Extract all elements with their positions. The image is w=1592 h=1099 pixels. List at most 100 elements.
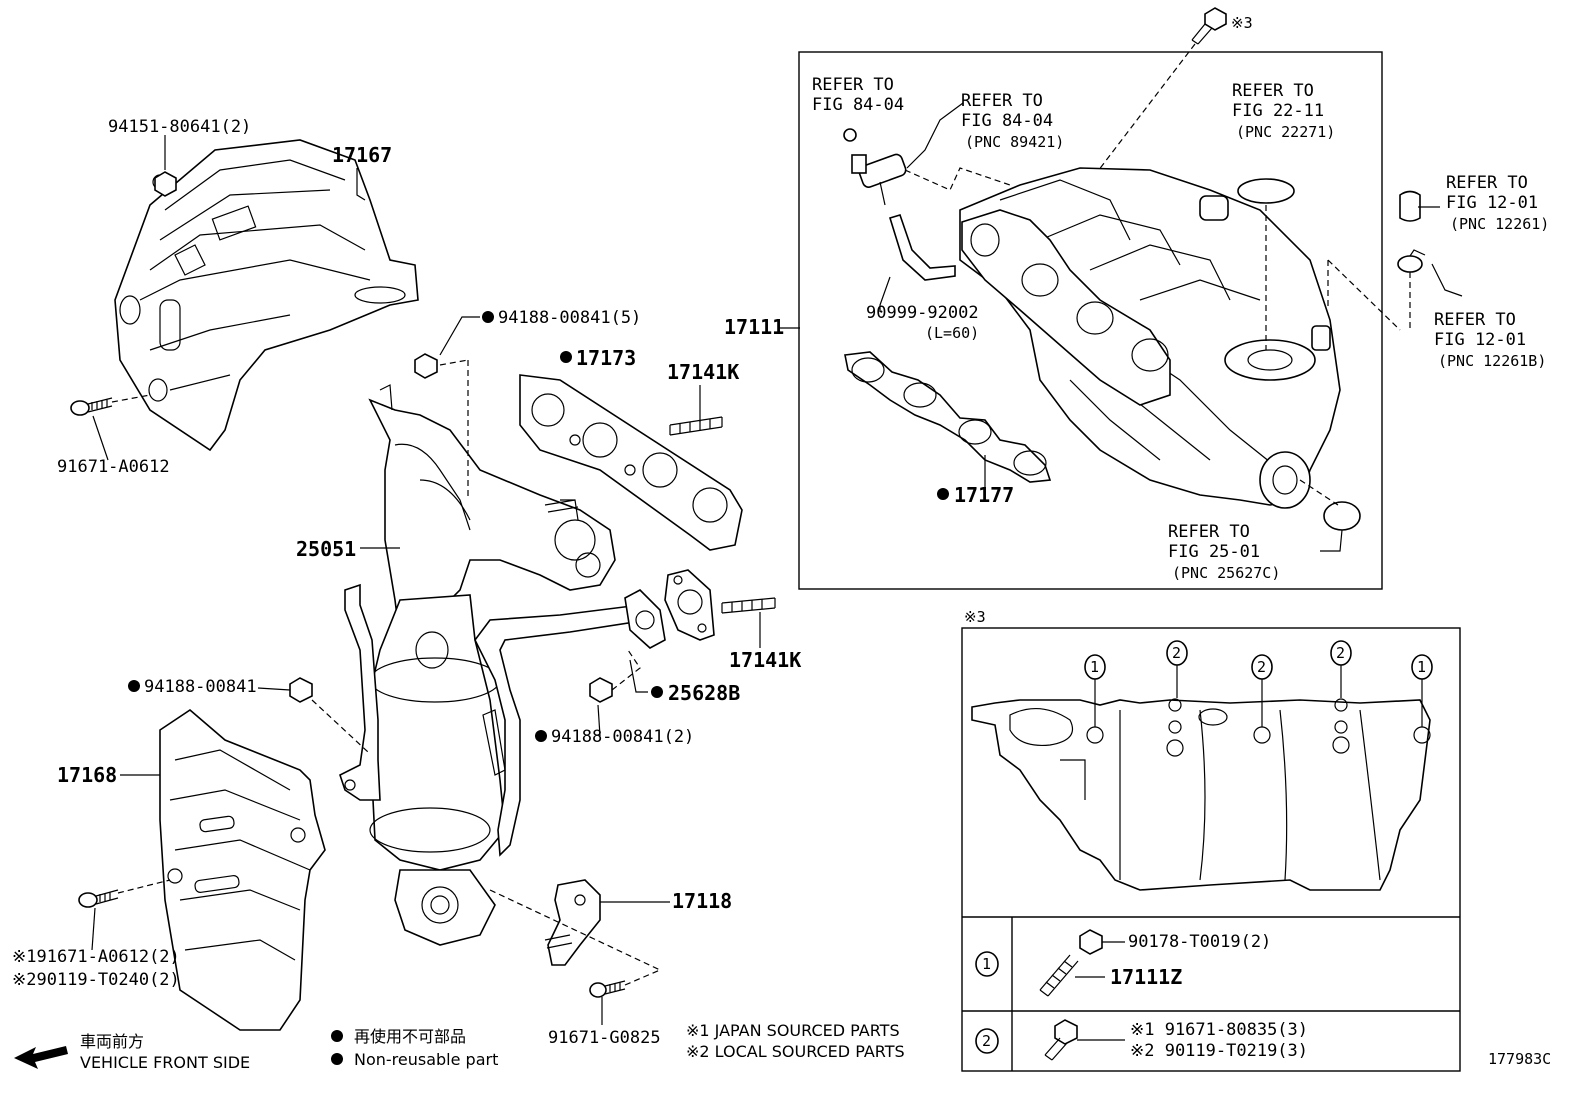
ref-fig-12-01-a-1: REFER TO	[1446, 173, 1528, 193]
ref-fig-12-01-b-2: FIG 12-01	[1434, 330, 1526, 350]
callout-2-b: 2	[1251, 654, 1273, 727]
intake-manifold-box	[798, 51, 1383, 590]
gasket-17177	[844, 351, 1052, 483]
legend-dot-icon	[331, 1053, 343, 1065]
note-japan-sourced: ※1 JAPAN SOURCED PARTS	[686, 1021, 900, 1040]
label-91671-80835: ※1 91671-80835(3)	[1130, 1020, 1308, 1040]
bolt-upper-left	[70, 397, 113, 416]
hose-90999	[888, 214, 956, 281]
legend-nonreuse-en: Non-reusable part	[354, 1050, 498, 1069]
svg-text:2: 2	[1172, 644, 1181, 662]
figure-id: 177983C	[1488, 1050, 1551, 1068]
ref-fig-12-01-b-3: (PNC 12261B)	[1438, 352, 1546, 370]
label-91671-a0612-2: ※191671-A0612(2)	[12, 947, 180, 967]
label-91671-g0825: 91671-G0825	[548, 1028, 661, 1048]
nonreuse-dot	[535, 730, 547, 742]
row-2-key: 2	[975, 1028, 999, 1054]
mark-x3-top: ※3	[1231, 14, 1253, 32]
ref-fig-12-01-a-3: (PNC 12261)	[1450, 215, 1549, 233]
bolt-x3-top	[1191, 7, 1227, 45]
row-1-key: 1	[975, 951, 999, 977]
legend-front-en: VEHICLE FRONT SIDE	[80, 1053, 250, 1072]
ref-fig-25-01-1: REFER TO	[1168, 522, 1250, 542]
cap-12261	[1399, 190, 1421, 222]
svg-text:2: 2	[982, 1032, 991, 1050]
label-94151: 94151-80641(2)	[108, 117, 251, 137]
label-17168: 17168	[57, 763, 117, 787]
legend-dot-icon	[331, 1030, 343, 1042]
o-ring-22271	[1237, 178, 1295, 204]
bolt-location-box	[961, 627, 1461, 1072]
ref-fig-12-01-a-2: FIG 12-01	[1446, 193, 1538, 213]
label-17141k-a: 17141K	[667, 360, 739, 384]
callout-1-right: 1	[1411, 654, 1433, 727]
legend-nonreuse-jp: 再使用不可部品	[354, 1027, 466, 1046]
label-25628b: 25628B	[668, 681, 740, 705]
stud-17141k-upper	[669, 416, 723, 436]
ref-fig-84-04-b-3: (PNC 89421)	[965, 133, 1064, 151]
front-arrow-icon	[14, 1046, 68, 1069]
heat-insulator-upper	[114, 139, 419, 452]
note-local-sourced: ※2 LOCAL SOURCED PARTS	[686, 1042, 905, 1061]
label-94188-5: 94188-00841(5)	[498, 308, 641, 328]
bolt-lower-left	[78, 889, 119, 908]
ref-fig-84-04-b-2: FIG 84-04	[961, 111, 1053, 131]
ref-fig-22-11-2: FIG 22-11	[1232, 101, 1324, 121]
ref-fig-12-01-b-1: REFER TO	[1434, 310, 1516, 330]
nut-94188-single	[289, 677, 313, 703]
svg-text:2: 2	[1336, 644, 1345, 662]
label-17167: 17167	[332, 143, 392, 167]
bolt-91671-g0825	[589, 980, 626, 998]
label-91671-a0612: 91671-A0612	[57, 457, 170, 477]
intake-manifold	[959, 167, 1341, 509]
ref-fig-22-11-1: REFER TO	[1232, 81, 1314, 101]
label-17111z: 17111Z	[1110, 965, 1182, 989]
ref-fig-25-01-2: FIG 25-01	[1168, 542, 1260, 562]
nonreuse-dot	[482, 311, 494, 323]
exhaust-manifold	[339, 384, 650, 946]
nonreuse-dot	[128, 680, 140, 692]
ref-fig-25-01-3: (PNC 25627C)	[1172, 564, 1280, 582]
nonreuse-dot	[651, 686, 663, 698]
callout-2-c: 2	[1330, 640, 1352, 698]
legend-front-jp: 車両前方	[80, 1032, 144, 1051]
svg-text:2: 2	[1257, 658, 1266, 676]
callout-1-left: 1	[1084, 654, 1106, 727]
label-17141k-b: 17141K	[729, 648, 801, 672]
nut-94188-upper	[414, 353, 438, 379]
stud-17111z	[1039, 929, 1103, 997]
heat-insulator-lower	[159, 708, 326, 1031]
bracket-17118	[544, 879, 601, 966]
ref-fig-84-04-a-2: FIG 84-04	[812, 95, 904, 115]
callout-2-a: 2	[1166, 640, 1188, 698]
stud-17141k-lower	[721, 597, 776, 614]
label-90178-t0019: 90178-T0019(2)	[1128, 932, 1271, 952]
label-90999-92002: 90999-92002	[866, 303, 979, 323]
label-94188-2: 94188-00841(2)	[551, 727, 694, 747]
label-17177: 17177	[954, 483, 1014, 507]
mark-x3-box: ※3	[964, 608, 986, 626]
ref-fig-22-11-3: (PNC 22271)	[1236, 123, 1335, 141]
svg-text:1: 1	[1090, 658, 1099, 676]
manifold-top-view	[971, 698, 1431, 891]
label-94188-single: 94188-00841	[144, 677, 257, 697]
nut-94188-lower	[589, 677, 613, 703]
ref-fig-84-04-a-1: REFER TO	[812, 75, 894, 95]
gasket-25628b	[624, 569, 715, 649]
label-90119-t0219: ※2 90119-T0219(3)	[1130, 1041, 1308, 1061]
label-90119-t0240: ※290119-T0240(2)	[12, 970, 180, 990]
svg-text:1: 1	[1417, 658, 1426, 676]
gasket-17173	[519, 374, 743, 551]
sensor-89421	[843, 128, 907, 206]
svg-text:1: 1	[982, 955, 991, 973]
label-17111: 17111	[724, 315, 784, 339]
label-90999-length: (L=60)	[925, 324, 979, 342]
ref-fig-84-04-b-1: REFER TO	[961, 91, 1043, 111]
nonreuse-dot	[560, 351, 572, 363]
clamp-12261b	[1397, 249, 1426, 273]
label-25051: 25051	[296, 537, 356, 561]
nonreuse-dot	[937, 488, 949, 500]
gasket-25627c	[1323, 501, 1361, 531]
bolt-row-2	[1044, 1019, 1078, 1061]
